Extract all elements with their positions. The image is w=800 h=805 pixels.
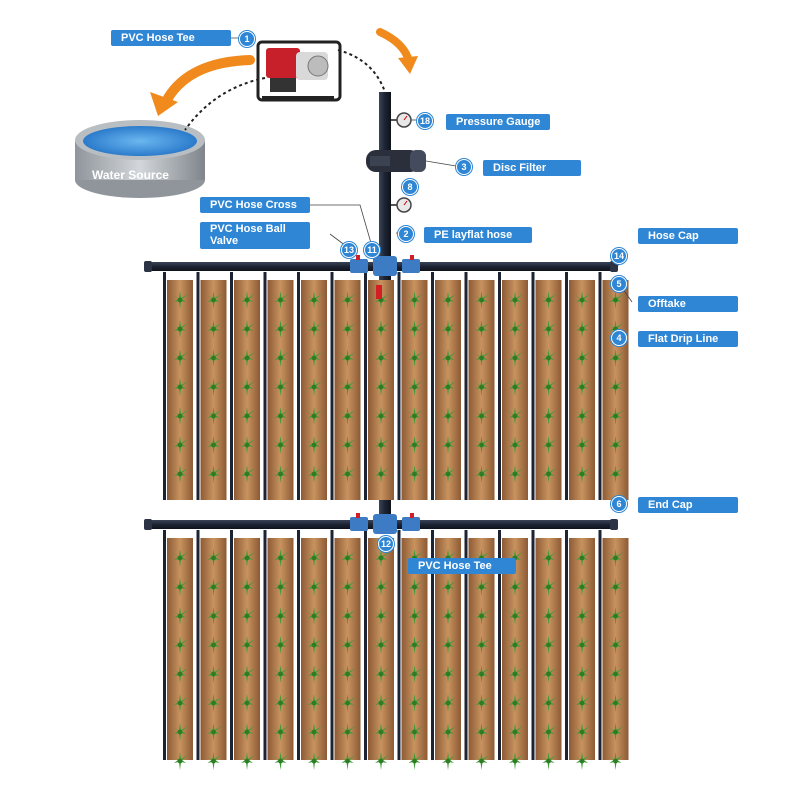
- flat-drip-line: [565, 530, 568, 760]
- pressure-gauge-top: [391, 112, 412, 128]
- flat-drip-line: [196, 272, 200, 500]
- label-end-cap: End Cap: [638, 497, 738, 513]
- label-pvc-hose-cross: PVC Hose Cross: [200, 197, 310, 213]
- water-source-tank: [75, 120, 205, 198]
- flat-drip-line: [598, 530, 602, 760]
- pressure-gauge-bottom: [391, 197, 412, 213]
- callout-1: 1: [239, 31, 255, 47]
- label-water-source: Water Source: [92, 168, 169, 182]
- label-disc-filter: Disc Filter: [483, 160, 581, 176]
- flat-drip-line: [330, 530, 334, 760]
- callout-14: 14: [611, 248, 627, 264]
- label-pvc-hose-tee-bottom: PVC Hose Tee: [408, 558, 516, 574]
- flat-drip-line: [230, 530, 233, 760]
- pvc-hose-tee-fitting: [350, 513, 420, 534]
- callout-18: 18: [417, 113, 433, 129]
- label-hose-cap: Hose Cap: [638, 228, 738, 244]
- callout-5: 5: [611, 276, 627, 292]
- flat-drip-line: [364, 272, 367, 500]
- label-offtake: Offtake: [638, 296, 738, 312]
- label-pressure-gauge: Pressure Gauge: [446, 114, 550, 130]
- callout-12: 12: [378, 536, 394, 552]
- label-pvc-hose-ball-valve: PVC Hose Ball Valve: [200, 222, 310, 249]
- disc-filter: [366, 150, 426, 172]
- flat-drip-line: [364, 530, 367, 760]
- flow-arrow-left: [150, 55, 255, 116]
- callout-6: 6: [611, 496, 627, 512]
- suction-hose-dotted: [184, 77, 266, 131]
- flat-drip-line: [397, 530, 401, 760]
- flat-drip-line: [565, 272, 568, 500]
- callout-11: 11: [364, 242, 380, 258]
- flat-drip-line: [431, 272, 434, 500]
- flat-drip-line: [297, 530, 300, 760]
- flat-drip-line: [263, 272, 267, 500]
- callout-2: 2: [398, 226, 414, 242]
- delivery-hose-dotted: [337, 49, 387, 96]
- flow-arrow-right: [376, 28, 418, 74]
- flat-drip-line: [498, 530, 501, 760]
- flat-drip-line: [196, 530, 200, 760]
- field-section-bottom: [163, 530, 629, 770]
- field-section-top: [163, 272, 629, 500]
- flat-drip-line: [431, 530, 434, 760]
- label-flat-drip-line: Flat Drip Line: [638, 331, 738, 347]
- flat-drip-line: [464, 530, 468, 760]
- flat-drip-line: [297, 272, 300, 500]
- water-pump: [256, 40, 342, 102]
- flat-drip-line: [163, 530, 166, 760]
- flat-drip-line: [498, 272, 501, 500]
- flat-drip-line: [397, 272, 401, 500]
- flat-drip-line: [598, 272, 602, 500]
- callout-4: 4: [611, 330, 627, 346]
- flat-drip-line: [531, 530, 535, 760]
- flat-drip-line: [330, 272, 334, 500]
- callout-13: 13: [341, 242, 357, 258]
- callout-3: 3: [456, 159, 472, 175]
- flat-drip-line: [163, 272, 166, 500]
- flat-drip-line: [263, 530, 267, 760]
- flat-drip-line: [531, 272, 535, 500]
- label-pe-layflat-hose: PE layflat hose: [424, 227, 532, 243]
- flat-drip-line: [464, 272, 468, 500]
- flat-drip-line: [230, 272, 233, 500]
- label-pvc-hose-tee-top: PVC Hose Tee: [111, 30, 231, 46]
- callout-8: 8: [402, 179, 418, 195]
- pvc-hose-cross-fitting: [350, 255, 420, 299]
